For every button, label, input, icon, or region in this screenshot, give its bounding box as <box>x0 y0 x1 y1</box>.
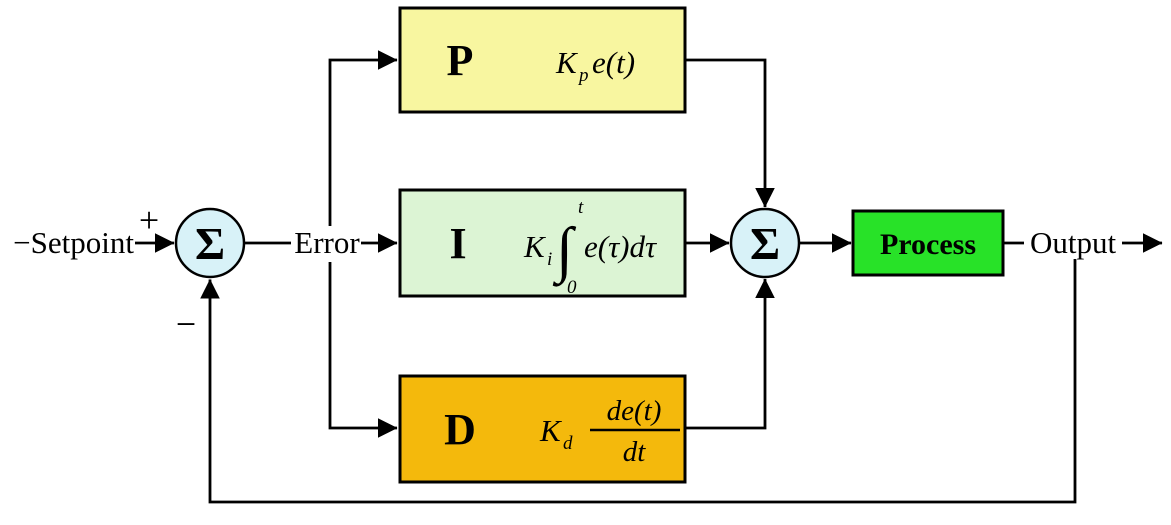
sigma-symbol-1: Σ <box>195 218 225 269</box>
i-formula-upper-limit: t <box>578 197 584 218</box>
i-formula-sub: i <box>547 249 552 270</box>
i-formula-lower-limit: 0 <box>567 277 577 298</box>
p-block-letter: P <box>447 36 474 85</box>
error-label: Error <box>294 225 360 260</box>
process-block-label: Process <box>880 228 976 261</box>
branch-to-d-arrow <box>328 262 398 438</box>
i-block-letter: I <box>449 219 466 268</box>
d-formula-coef: K <box>539 413 563 448</box>
branch-to-p-arrow <box>328 50 398 226</box>
d-block-letter: D <box>444 405 476 454</box>
d-formula-denominator: dt <box>623 436 647 468</box>
feedback-line <box>200 259 1077 504</box>
p-output-arrow <box>685 58 775 208</box>
d-formula-sub: d <box>563 433 573 454</box>
setpoint-label: −Setpoint <box>13 225 134 260</box>
minus-sign: − <box>176 304 196 344</box>
i-formula-coef: K <box>523 229 547 264</box>
summing-junction-2 <box>729 207 801 279</box>
d-formula-numerator: de(t) <box>607 395 662 427</box>
i-formula-integral: ∫ <box>552 216 577 287</box>
p-formula-coef: K <box>555 45 579 80</box>
p-formula-expr: e(t) <box>592 45 635 80</box>
p-formula-sub: p <box>577 65 589 86</box>
plus-sign: + <box>139 200 159 240</box>
process-block <box>851 209 1005 277</box>
p-block <box>398 6 687 114</box>
sigma-symbol-2: Σ <box>750 218 780 269</box>
output-label: Output <box>1030 225 1117 260</box>
i-formula-expr: e(τ)dτ <box>584 229 658 264</box>
d-output-arrow <box>685 278 775 430</box>
summing-junction-1 <box>174 207 246 279</box>
i-block <box>398 188 687 298</box>
